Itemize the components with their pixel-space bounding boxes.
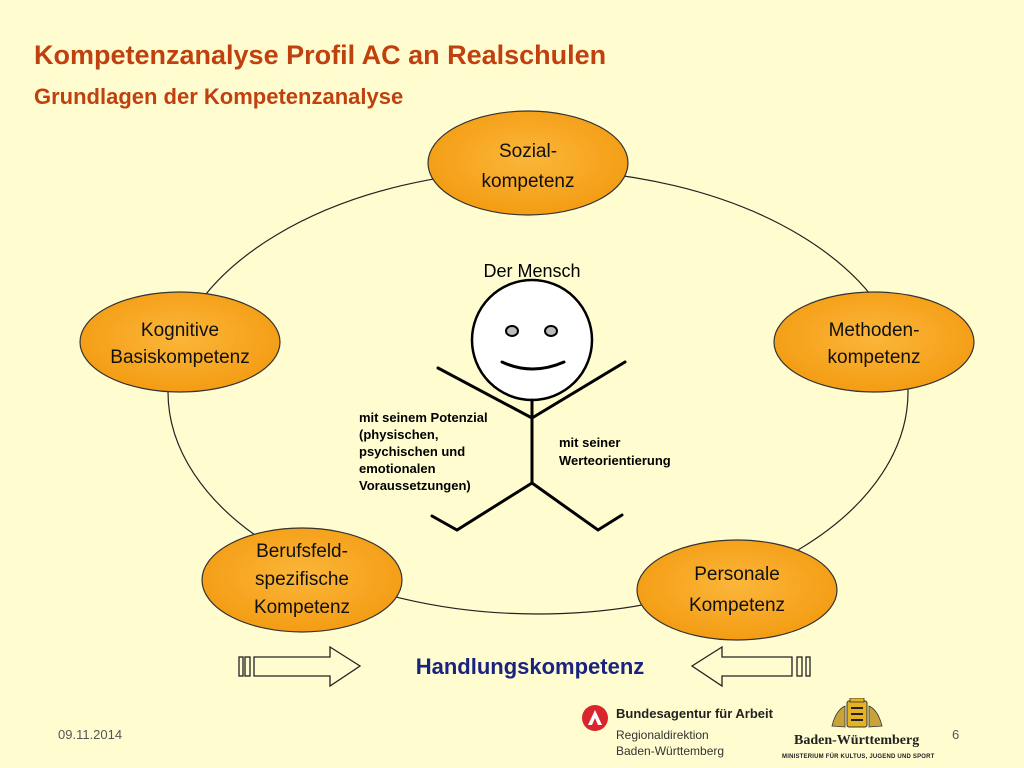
node-kognitive-basiskompetenz: Kognitive Basiskompetenz [79,291,281,393]
stick-figure [430,278,627,532]
node-personale-kompetenz: Personale Kompetenz [636,539,838,641]
node-personale-shape [636,539,838,641]
right-note-line1: mit seiner [559,435,620,450]
node-methodenkompetenz-shape [773,291,975,393]
page-number: 6 [952,727,960,742]
bundesagentur-logo-icon [582,705,608,731]
page-subtitle: Grundlagen der Kompetenzanalyse [34,84,404,109]
right-arrow-icon [690,645,811,688]
stick-figure-left-arm [436,366,534,420]
node-personale-line1: Personale [694,564,780,585]
left-note-line4: emotionalen [359,461,436,476]
node-personale-line2: Kompetenz [689,595,785,616]
stick-figure-left-eye [505,325,519,337]
node-sozialkompetenz-line1: Sozial- [499,141,557,162]
stick-figure-right-eye [544,325,558,337]
node-methodenkompetenz-line2: kompetenz [828,347,921,368]
right-arrow-shape [690,645,793,688]
left-arrow-bar-2 [244,656,251,677]
page-title: Kompetenzanalyse Profil AC an Realschule… [34,40,607,70]
node-berufsfeld-line3: Kompetenz [254,597,350,618]
node-kognitive-line1: Kognitive [141,320,219,341]
left-arrow-icon [238,645,362,688]
right-arrow-bar-1 [796,656,803,677]
footer-date: 09.11.2014 [58,727,123,742]
node-berufsfeld-line1: Berufsfeld- [256,541,348,562]
baden-wuerttemberg-ministry: MINISTERIUM FÜR KULTUS, JUGEND UND SPORT [782,754,935,760]
node-kognitive-line2: Basiskompetenz [110,347,249,368]
left-arrow-shape [253,645,362,688]
bundesagentur-sub2: Baden-Württemberg [616,744,725,758]
node-berufsfeld-shape [201,527,403,633]
competence-diagram: Sozial- kompetenz Methoden- kompetenz Ko… [79,110,975,688]
bundesagentur-sub1: Regionaldirektion [616,728,709,742]
stick-figure-mouth [500,360,566,371]
center-label: Der Mensch [483,261,580,281]
node-sozialkompetenz-shape [427,110,629,216]
baden-wuerttemberg-name: Baden-Württemberg [794,733,920,748]
bundesagentur-name: Bundesagentur für Arbeit [616,706,773,721]
stick-figure-right-leg [530,481,624,532]
node-sozialkompetenz: Sozial- kompetenz [427,110,629,216]
node-methodenkompetenz-line1: Methoden- [829,320,920,341]
left-note: mit seinem Potenzial (physischen, psychi… [359,410,488,493]
stick-figure-right-arm [530,360,627,420]
left-note-line5: Voraussetzungen) [359,478,471,493]
handlungskompetenz-label: Handlungskompetenz [416,654,645,679]
right-arrow-bar-2 [805,656,811,677]
left-note-line3: psychischen und [359,444,465,459]
node-kognitive-shape [79,291,281,393]
stick-figure-left-leg [430,481,534,532]
node-berufsfeld-line2: spezifische [255,569,349,590]
node-methodenkompetenz: Methoden- kompetenz [773,291,975,393]
left-note-line1: mit seinem Potenzial [359,410,488,425]
left-arrow-bar-1 [238,656,244,677]
left-note-line2: (physischen, [359,427,438,442]
right-note: mit seiner Werteorientierung [559,435,671,468]
stick-figure-head [470,278,594,402]
node-berufsfeldspezifische-kompetenz: Berufsfeld- spezifische Kompetenz [201,527,403,633]
right-note-line2: Werteorientierung [559,453,671,468]
node-sozialkompetenz-line2: kompetenz [482,171,575,192]
baden-wuerttemberg-coat-of-arms-icon [831,698,883,728]
